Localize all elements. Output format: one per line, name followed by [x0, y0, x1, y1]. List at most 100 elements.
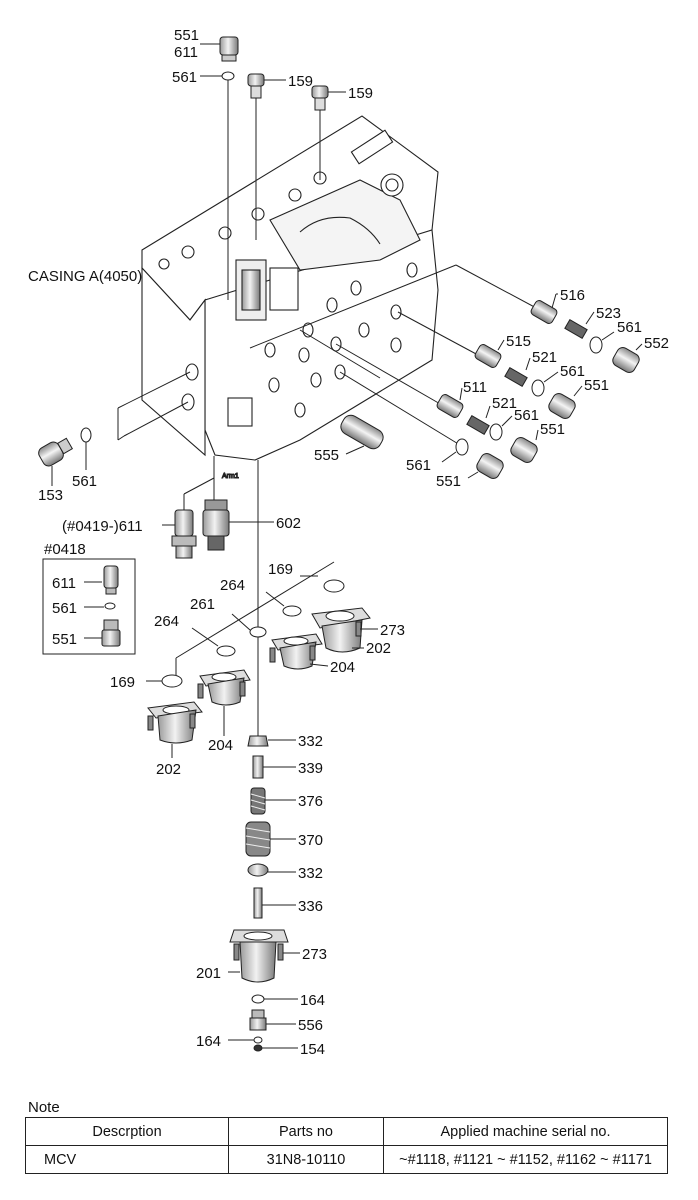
callout-154: 154 — [300, 1041, 325, 1058]
callout-169-top: 169 — [268, 561, 293, 578]
callout-159-right: 159 — [348, 85, 373, 102]
oring-561-r4 — [455, 438, 469, 456]
oring-261 — [249, 626, 267, 638]
callout-339: 339 — [298, 760, 323, 777]
callout-561-left: 561 — [72, 473, 97, 490]
callout-169-left: 169 — [110, 674, 135, 691]
cover-201 — [229, 929, 289, 983]
top-plug — [219, 36, 239, 62]
callout-602: 602 — [276, 515, 301, 532]
callout-159-left: 159 — [288, 73, 313, 90]
callout-556: 556 — [298, 1017, 323, 1034]
plug-551-r2 — [510, 437, 538, 463]
spool-511 — [436, 394, 464, 418]
oring-561-left — [80, 427, 92, 443]
plug-159-right — [311, 85, 329, 111]
callout-332-bottom: 332 — [298, 865, 323, 882]
callout-555: 555 — [314, 447, 339, 464]
inset-item-611: 611 — [52, 575, 76, 592]
oring-264-top — [282, 605, 302, 617]
seat-332-bottom — [247, 863, 269, 877]
pin-339 — [252, 755, 264, 779]
serial-note-table: Descrption Parts no Applied machine seri… — [25, 1117, 668, 1174]
cell-description: MCV — [25, 1145, 229, 1174]
callout-370: 370 — [298, 832, 323, 849]
oring-561-r3 — [489, 423, 503, 441]
cover-202-top — [311, 607, 371, 653]
callout-551-r1: 551 — [584, 377, 609, 394]
cell-serial-no: ~#1118, #1121 ~ #1152, #1162 ~ #1171 — [383, 1145, 668, 1174]
callout-516: 516 — [560, 287, 585, 304]
callout-551-r2: 551 — [540, 421, 565, 438]
callout-561-r1: 561 — [617, 319, 642, 336]
inset-item-561: 561 — [52, 600, 77, 617]
spool-516 — [530, 300, 558, 324]
callout-552: 552 — [644, 335, 669, 352]
callout-261: 261 — [190, 596, 215, 613]
header-parts-no: Parts no — [228, 1117, 384, 1146]
callout-551-r3: 551 — [436, 473, 461, 490]
callout-264-left: 264 — [154, 613, 179, 630]
header-description: Descrption — [25, 1117, 229, 1146]
oring-164-b — [253, 1036, 263, 1044]
callout-273-top: 273 — [380, 622, 405, 639]
inset-item-551: 551 — [52, 631, 77, 648]
header-serial-no: Applied machine serial no. — [383, 1117, 668, 1146]
note-title: Note — [28, 1099, 60, 1116]
callout-561-r2: 561 — [560, 363, 585, 380]
rod-336 — [253, 887, 263, 919]
casing-label: CASING A(4050) — [28, 268, 142, 285]
callout-376: 376 — [298, 793, 323, 810]
callout-336: 336 — [298, 898, 323, 915]
plug-552 — [612, 347, 640, 373]
callout-561-r4: 561 — [406, 457, 431, 474]
callout-611-serial: (#0419-)611 — [62, 518, 143, 535]
callout-515: 515 — [506, 333, 531, 350]
spring-521-a — [504, 366, 528, 388]
plug-551-r1 — [548, 393, 576, 419]
plug-556 — [249, 1009, 267, 1031]
plug-159-left — [247, 73, 265, 99]
inset-0418: #0418 611 561 551 — [42, 541, 136, 655]
callout-273-bottom: 273 — [302, 946, 327, 963]
cover-204-left — [197, 669, 251, 706]
cell-parts-no: 31N8-10110 — [228, 1145, 384, 1174]
callout-264-top: 264 — [220, 577, 245, 594]
callout-164-b: 164 — [196, 1033, 221, 1050]
callout-202-left: 202 — [156, 761, 181, 778]
exploded-parts-diagram: Arm1 CASING A(4050) 551 611 561 159 159 — [28, 27, 669, 1058]
oring-264-left — [216, 645, 236, 657]
callout-561-top: 561 — [172, 69, 197, 86]
spring-523 — [564, 318, 588, 340]
valve-casing-block: Arm1 — [141, 115, 439, 481]
oring-169-top — [323, 579, 345, 593]
callout-561-r3: 561 — [514, 407, 539, 424]
top-oring — [221, 71, 235, 81]
oring-169-left — [161, 674, 183, 688]
plug-153 — [38, 437, 74, 467]
callout-204-left: 204 — [208, 737, 233, 754]
callout-202-top: 202 — [366, 640, 391, 657]
valve-611 — [171, 509, 197, 559]
oring-561-r2 — [531, 379, 545, 397]
callout-153: 153 — [38, 487, 63, 504]
callout-523: 523 — [596, 305, 621, 322]
callout-511: 511 — [463, 379, 487, 396]
table-header-row: Descrption Parts no Applied machine seri… — [25, 1117, 668, 1146]
cover-202-left — [147, 701, 203, 744]
callout-521-a: 521 — [532, 349, 557, 366]
callout-332-top: 332 — [298, 733, 323, 750]
callout-551-top: 551 — [174, 27, 199, 44]
plug-154 — [253, 1044, 263, 1052]
oring-164-a — [251, 994, 265, 1004]
table-row: MCV 31N8-10110 ~#1118, #1121 ~ #1152, #1… — [25, 1145, 668, 1174]
arm1-marking: Arm1 — [222, 473, 239, 480]
callout-521-b: 521 — [492, 395, 517, 412]
spring-370 — [245, 821, 271, 857]
inset-title: #0418 — [44, 541, 86, 558]
spring-521-b — [466, 414, 490, 436]
seat-332-top — [247, 735, 269, 747]
sensor-602 — [202, 499, 230, 551]
poppet-555 — [340, 414, 384, 450]
callout-204-right: 204 — [330, 659, 355, 676]
